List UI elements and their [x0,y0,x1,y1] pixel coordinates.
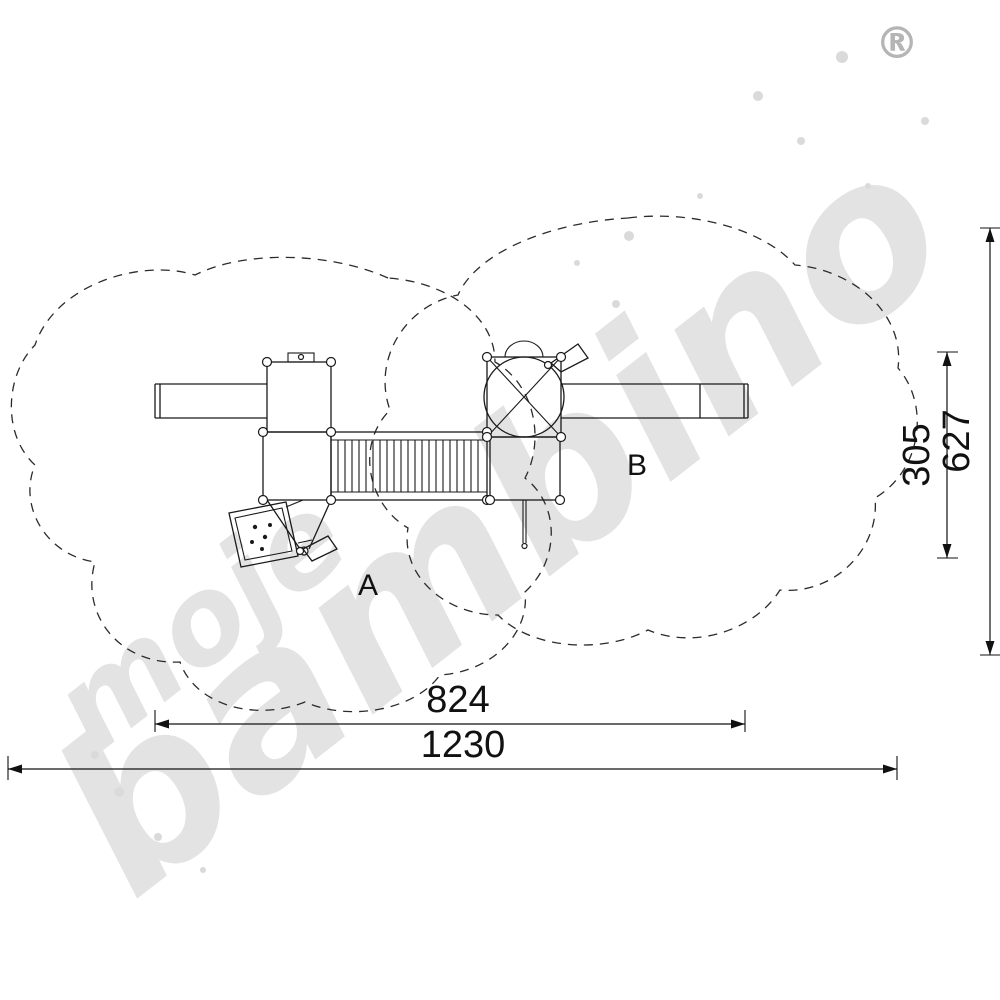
dimension-lines: 824 1230 305 627 [7,227,1000,780]
megaphone-icon [295,535,338,562]
watermark-dots [91,51,929,873]
fireman-pole [521,500,528,550]
dimension-total-depth-value: 627 [936,409,978,472]
watermark: moje bambino [9,51,992,943]
tower-b-platform [489,436,561,501]
registered-trademark-icon: ® [875,18,919,69]
left-balance-beam [154,383,267,419]
tower-b-label: B [627,449,647,482]
right-safety-zone-outline [369,215,918,646]
dimension-equipment-width-value: 824 [426,679,489,721]
dimension-equipment-width: 824 [154,679,746,732]
megaphone-icon [543,343,589,373]
dimension-equipment-depth: 305 [896,351,958,559]
corner-posts [257,351,567,506]
ramp-rungs [337,440,479,492]
climbing-ramp-bridge [330,431,488,501]
dimension-total-width-value: 1230 [421,724,506,766]
equipment-drawing [154,340,749,568]
tower-a-label: A [358,569,378,602]
left-safety-zone-outline [10,256,552,713]
entrance-arch [504,340,544,358]
dimension-total-width: 1230 [7,724,898,780]
watermark-word-large: bambino [9,98,992,943]
climbing-panel [228,499,304,568]
dimension-total-depth: 627 [936,227,1000,656]
tower-a-upper-platform [266,352,332,433]
right-balance-beam [561,383,749,419]
dimension-equipment-depth-value: 305 [896,423,938,486]
safety-zone-outlines [10,215,918,713]
